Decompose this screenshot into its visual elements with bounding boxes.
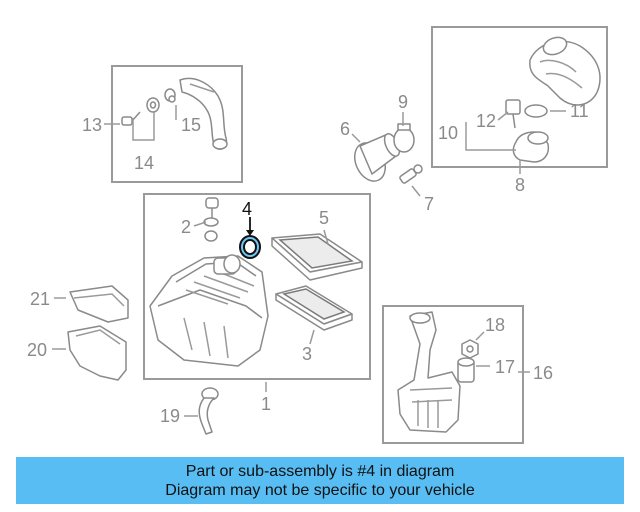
- label-16: 16: [533, 363, 553, 383]
- part-21-bracket: [69, 285, 129, 323]
- label-3: 3: [302, 344, 312, 364]
- label-13: 13: [82, 115, 102, 135]
- part-15-clip: [164, 88, 176, 103]
- group-box-air-cleaner: [143, 193, 371, 380]
- label-4: 4: [242, 199, 252, 219]
- part-8-elbow: [512, 131, 550, 163]
- part-20-duct: [67, 325, 127, 381]
- part-9-hose-clamp: [393, 123, 415, 153]
- part-4-seal: [239, 235, 261, 259]
- air-cleaner-housing: [149, 254, 269, 367]
- label-1: 1: [261, 394, 271, 414]
- info-banner: Part or sub-assembly is #4 in diagram Di…: [16, 457, 624, 504]
- label-15: 15: [181, 115, 201, 135]
- part-12-sensor: [505, 99, 521, 129]
- part-5-filter-cover: [271, 233, 363, 281]
- label-20: 20: [27, 340, 47, 360]
- part-3-filter-element: [275, 285, 353, 331]
- resonator: [397, 311, 461, 433]
- banner-line-1: Part or sub-assembly is #4 in diagram: [185, 462, 455, 480]
- part-13-bolt: [121, 111, 141, 126]
- part-14-grommet: [146, 97, 160, 113]
- label-11: 11: [570, 101, 589, 121]
- label-6: 6: [340, 119, 350, 139]
- label-17: 17: [495, 357, 515, 377]
- part-7-sensor: [399, 164, 423, 184]
- label-21: 21: [30, 289, 50, 309]
- label-2: 2: [181, 217, 191, 237]
- label-9: 9: [398, 92, 408, 112]
- part-2-bolt-and-grommets: [203, 197, 219, 242]
- breather-hose: [179, 77, 228, 150]
- part-17-mount: [457, 357, 475, 383]
- banner-line-2: Diagram may not be specific to your vehi…: [165, 481, 475, 499]
- part-11-clamp: [524, 104, 548, 118]
- label-7: 7: [424, 194, 434, 214]
- label-12: 12: [476, 111, 496, 131]
- label-19: 19: [160, 406, 180, 426]
- part-19-drain-hose: [198, 387, 219, 435]
- label-14: 14: [134, 153, 154, 173]
- label-8: 8: [515, 175, 525, 195]
- group-box-resonator: [382, 305, 524, 444]
- label-5: 5: [319, 208, 329, 228]
- intake-duct-upper: [529, 36, 601, 106]
- label-10: 10: [438, 123, 458, 143]
- label-18: 18: [485, 315, 505, 335]
- part-18-nut: [461, 339, 479, 359]
